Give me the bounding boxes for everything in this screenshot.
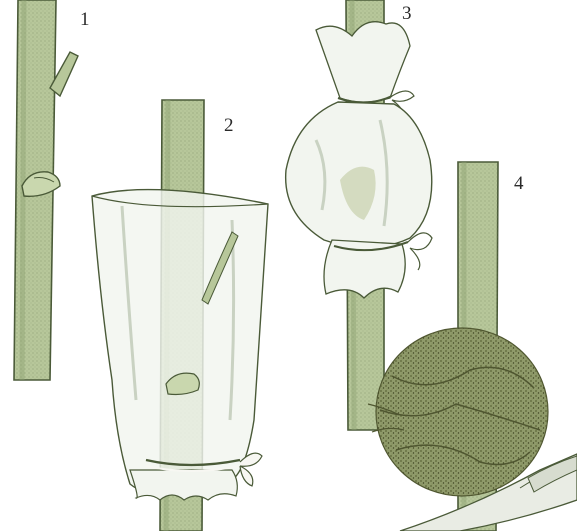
step-3-wrapped-bag — [286, 22, 432, 298]
step-label-3: 3 — [402, 4, 412, 23]
step-label-1: 1 — [80, 10, 90, 29]
step-4-moss-ball — [368, 328, 548, 496]
step-2-plastic-sleeve — [92, 190, 268, 500]
step-label-4: 4 — [514, 174, 524, 193]
step-label-2: 2 — [224, 116, 234, 135]
step-1-stem — [14, 0, 78, 380]
